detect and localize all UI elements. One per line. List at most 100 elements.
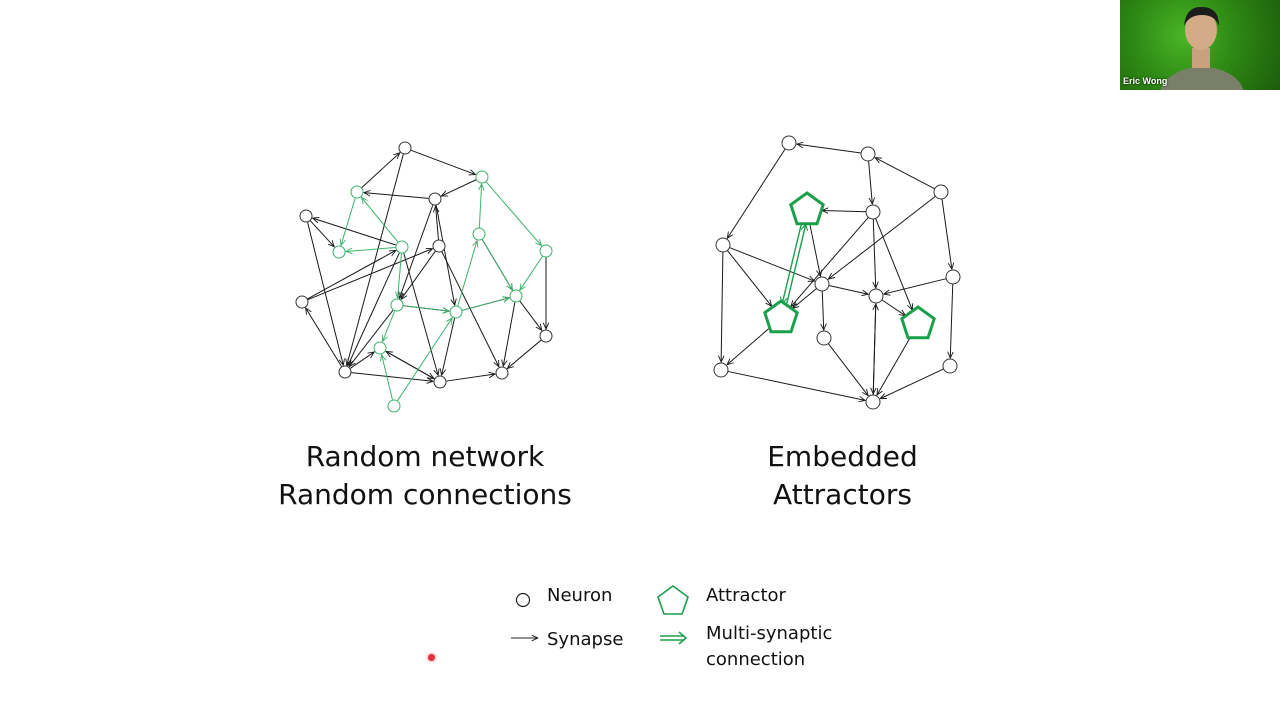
neuron [433,375,447,389]
attractor-path-arrow [457,241,477,306]
attractor-path-arrow [383,310,396,341]
neuron [539,329,553,343]
synapse-arrow [877,335,912,395]
synapse-arrow [721,251,723,362]
presenter-video [1160,6,1244,90]
synapse-arrow [880,368,944,399]
synapse-arrow [727,326,771,365]
attractor-neuron [395,240,409,254]
synapse-arrow [884,278,947,294]
neuron [868,288,884,304]
synapse-arrow [507,339,542,368]
neuron [299,209,313,223]
attractor-path-arrow [520,256,543,290]
caption-line: Embedded [767,440,918,473]
multi-synaptic-connection [785,225,806,305]
synapse-arrow [306,308,343,367]
synapse-arrow [307,250,396,300]
neuron [814,276,830,292]
synapse-arrow [441,251,499,367]
synapse-arrow [875,218,913,310]
synapse-arrow [881,299,906,316]
synapse-arrow [875,158,936,190]
synapse-arrow [403,253,438,375]
embedded-attractors-diagram [713,135,961,410]
neuron [428,192,442,206]
synapse-arrow [941,198,952,269]
attractor-neuron [332,245,346,259]
synapse-arrow [410,149,475,174]
synapse-arrow [347,154,404,365]
laser-pointer-dot [428,654,435,661]
synapse-arrow [822,210,867,211]
legend-graphics [511,585,689,645]
neuron [398,141,412,155]
synapse-arrow [310,220,334,247]
attractor-pentagon [763,299,799,334]
synapse-arrow [446,374,495,382]
synapse-arrow [351,372,433,382]
attractor-path-arrow [479,184,481,228]
synapse-arrow [401,251,436,299]
webcam-thumbnail[interactable]: Eric Wong [1120,0,1280,90]
embedded-attractors-caption: Embedded Attractors [700,438,985,514]
legend-neuron-label: Neuron [547,585,613,606]
synapse-arrow [873,304,876,396]
participant-name: Eric Wong [1123,76,1168,86]
caption-line: Random network [305,440,545,473]
synapse-arrow [873,218,875,288]
synapse-arrow [399,204,434,298]
neuron [933,184,949,200]
synapse-arrow [350,352,374,369]
attractor-neuron [539,244,553,258]
attractor-neuron [475,170,489,184]
synapse-arrow [809,223,821,276]
neuron [781,135,797,151]
caption-line: Attractors [773,478,912,511]
neuron [942,358,958,374]
attractor-path-arrow [462,298,509,311]
neuron [860,146,876,162]
attractor-neuron [350,185,364,199]
attractor-pentagon [789,191,825,226]
synapse-arrow [436,206,439,240]
synapse-arrow [313,218,396,246]
neuron [715,237,731,253]
neuron [865,394,881,410]
synapse-arrow [726,250,771,306]
synapse-arrow [361,153,400,188]
synapse-arrow [519,300,542,330]
neuron [295,295,309,309]
synapse-arrow [727,370,865,400]
synapse-arrow [950,283,952,358]
synapse-arrow [349,309,394,366]
legend-attractor-icon [657,585,689,615]
attractor-path-arrow [346,247,396,252]
neuron [945,269,961,285]
synapse-arrow [827,343,868,396]
synapse-arrow [868,160,873,204]
legend-synapse-label: Synapse [547,629,624,650]
neuron [865,204,881,220]
synapse-arrow [729,247,815,282]
synapse-arrow [828,195,936,279]
attractor-neuron [390,298,404,312]
attractor-neuron [509,289,523,303]
attractor-neuron [449,305,463,319]
synapse-arrow [364,193,429,199]
synapse-arrow [727,148,786,238]
attractor-neuron [373,341,387,355]
random-network-diagram [295,141,553,413]
neuron [713,362,729,378]
attractor-path-arrow [361,197,399,243]
neuron [432,239,446,253]
legend-multi-synaptic-label: Multi-synaptic connection [706,621,832,673]
neuron [816,330,832,346]
synapse-arrow [441,179,477,196]
synapse-arrow [307,222,344,365]
legend-multi-synaptic-line: connection [706,649,806,670]
synapse-arrow [307,249,433,301]
attractor-neuron [472,227,486,241]
legend-multi-synaptic-icon [660,631,688,645]
